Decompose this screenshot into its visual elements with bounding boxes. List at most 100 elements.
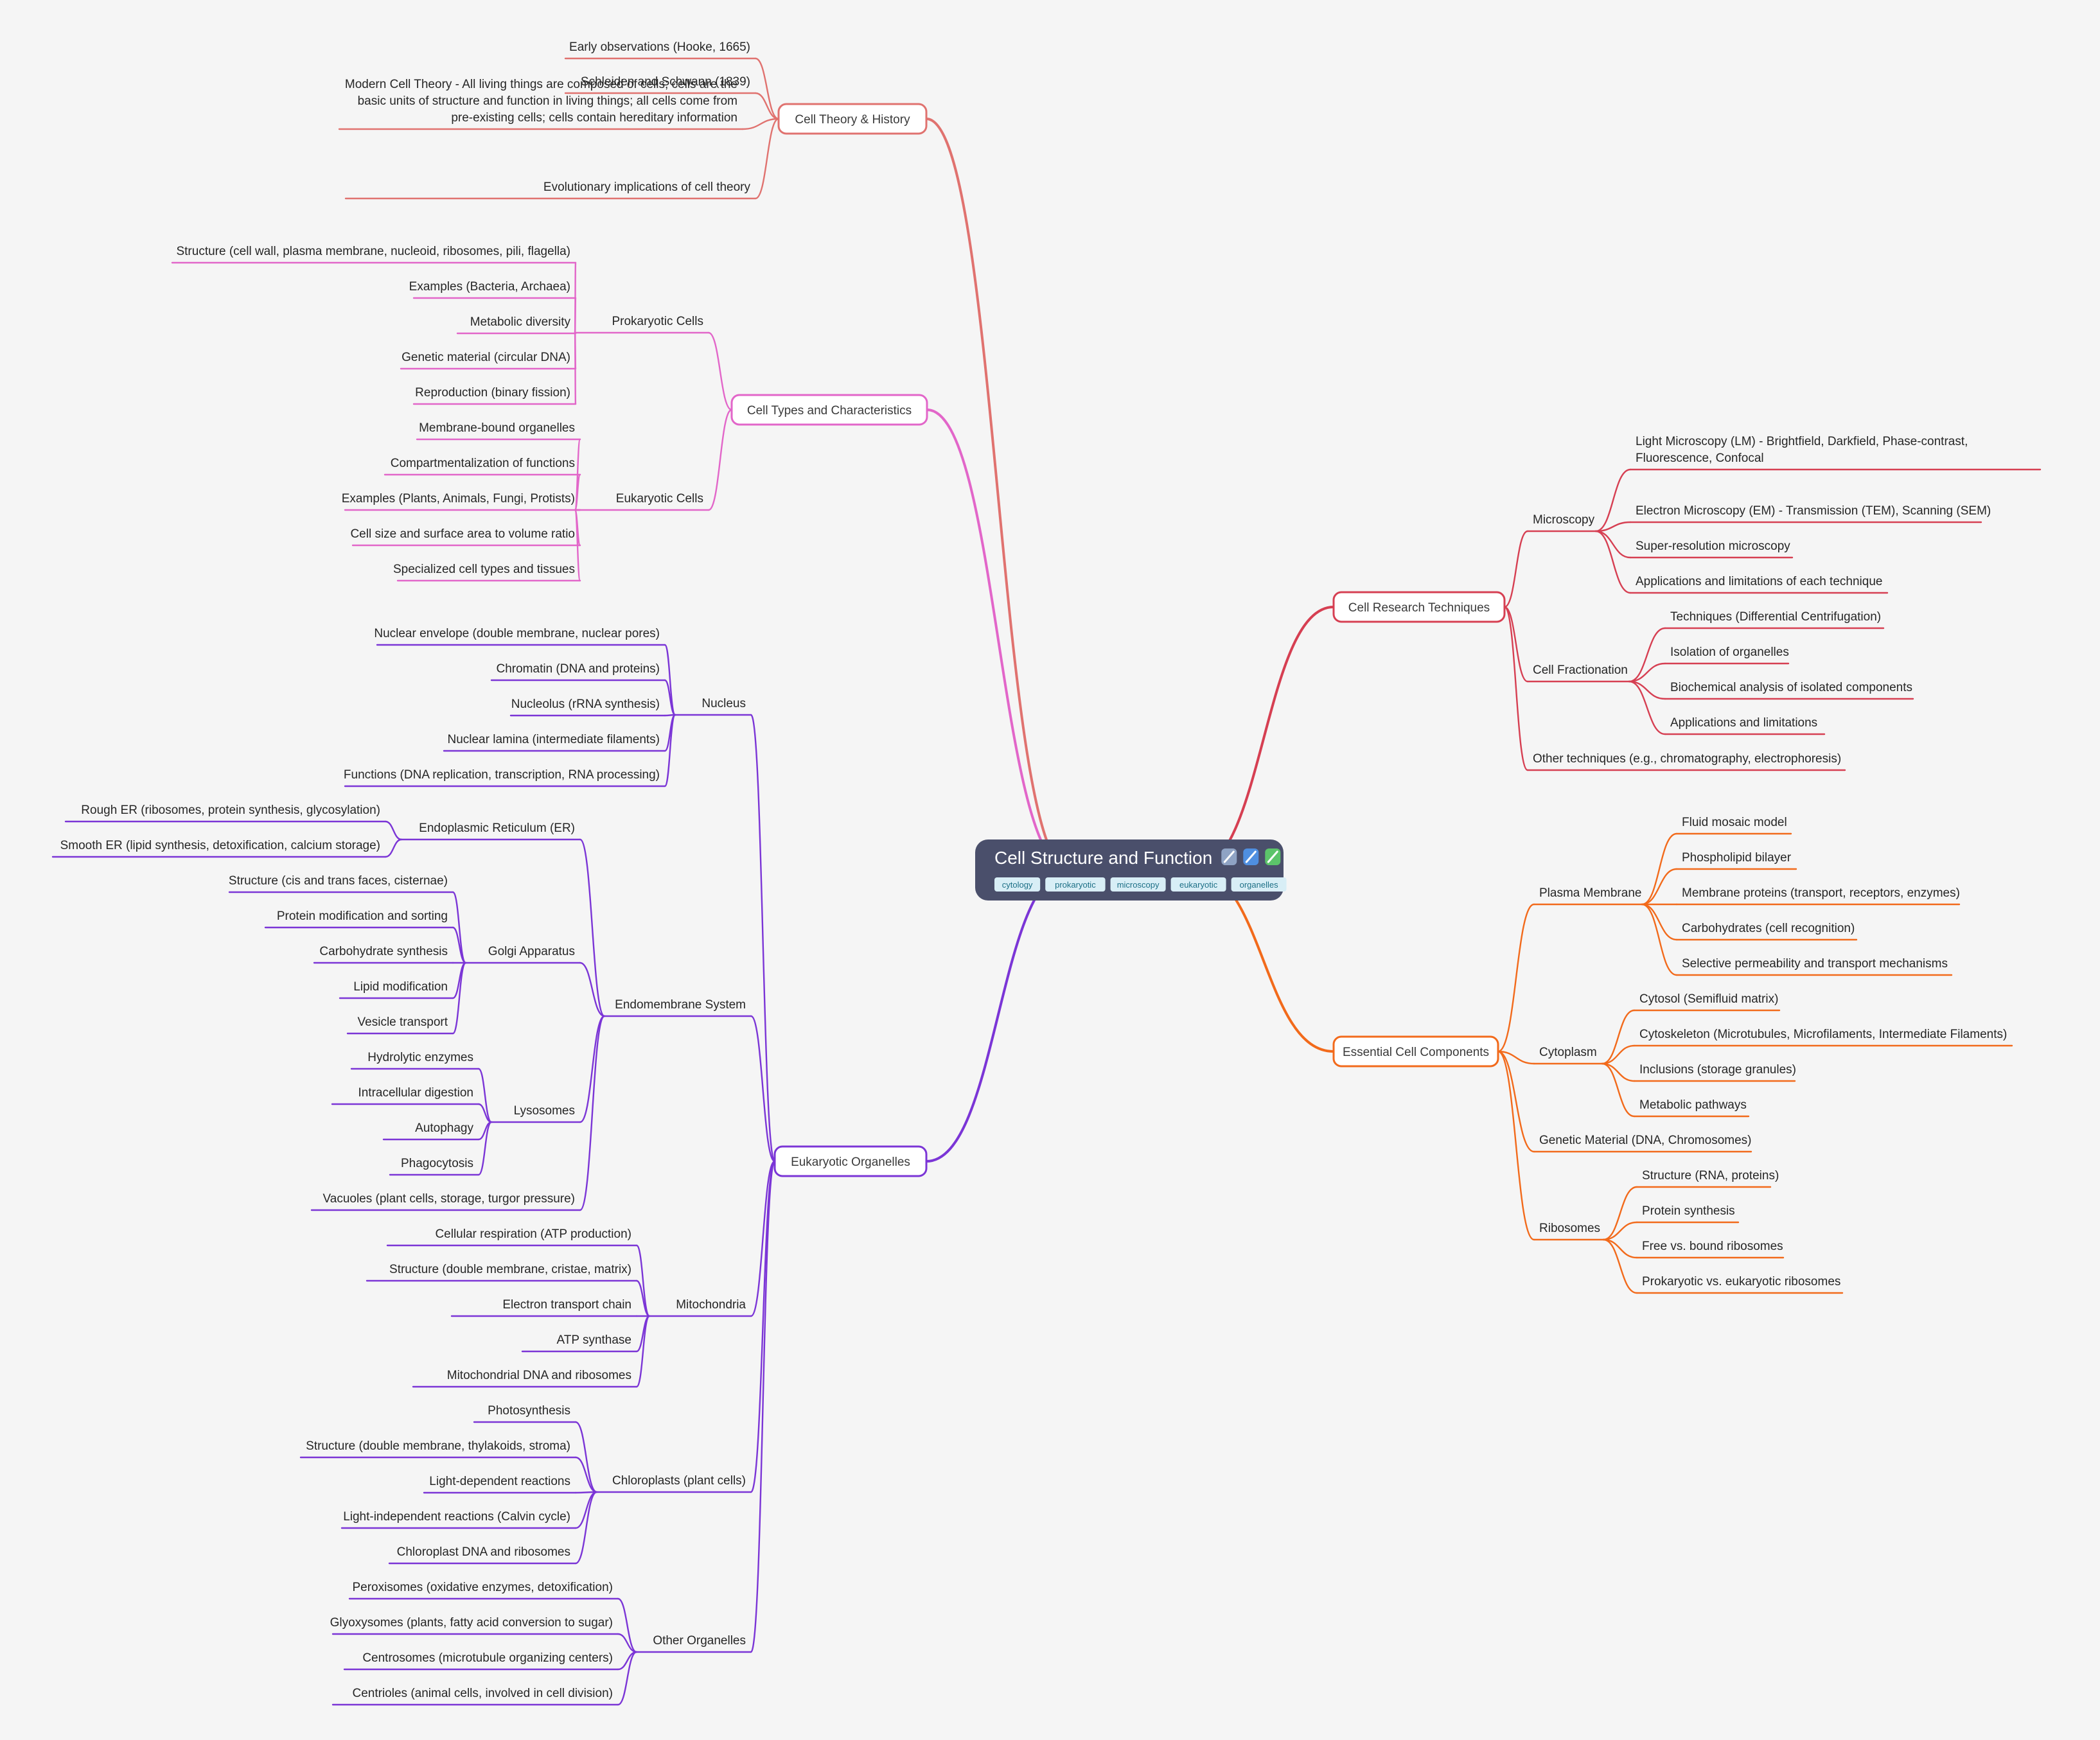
essential-components-plasma-membrane-selective-permeability-and-transport-mechanisms-connector — [1641, 903, 1678, 976]
tag-label: microscopy — [1117, 880, 1160, 890]
dna-icon — [1243, 848, 1259, 865]
eukaryotic-organelles-chloroplasts-plant-cells-chloroplast-dna-and-ribosomes-leaf: Chloroplast DNA and ribosomes — [397, 1545, 570, 1559]
tag-microscopy[interactable]: microscopy — [1110, 877, 1166, 892]
essential-components-cytoplasm-cytosol-semifluid-matrix-leaf: Cytosol (Semifluid matrix) — [1639, 992, 1778, 1006]
cell-theory-branch-box[interactable] — [777, 103, 928, 135]
research-techniques-microscopy-electron-microscopy-em-transmission-tem-scanning-connector — [1594, 521, 1632, 532]
eukaryotic-organelles-chloroplasts-plant-cells-chloroplast-dna-and-ribosomes-connector — [574, 1491, 598, 1565]
research-techniques-microscopy-super-resolution-microscopy-leaf: Super-resolution microscopy — [1636, 540, 1790, 553]
essential-components-ribosomes-connector — [1497, 1050, 1535, 1241]
cell-types-eukaryotic-cells-specialized-cell-types-and-tissues-connector — [574, 509, 581, 582]
eukaryotic-organelles-endomembrane-system-lysosomes-intracellular-digestion-connector — [477, 1103, 493, 1123]
tag-label: prokaryotic — [1055, 880, 1096, 890]
eukaryotic-organelles-mitochondria-electron-transport-chain-leaf: Electron transport chain — [502, 1298, 631, 1312]
cell-theory-trunk — [925, 118, 1071, 872]
essential-components-ribosomes-structure-rna-proteins-leaf: Structure (RNA, proteins) — [1642, 1169, 1779, 1182]
eukaryotic-organelles-endomembrane-system-lysosomes-phagocytosis-connector — [477, 1121, 493, 1176]
eukaryotic-organelles-branch-label: Eukaryotic Organelles — [791, 1156, 910, 1169]
research-techniques-microscopy-applications-and-limitations-of-each-technique-leaf: Applications and limitations of each tec… — [1636, 575, 1882, 588]
eukaryotic-organelles-endomembrane-system-lysosomes-hydrolytic-enzymes-leaf: Hydrolytic enzymes — [367, 1051, 473, 1064]
essential-components-plasma-membrane-fluid-mosaic-model-leaf: Fluid mosaic model — [1682, 816, 1787, 829]
cell-theory-early-observations-hooke-1665-leaf: Early observations (Hooke, 1665) — [569, 40, 750, 54]
eukaryotic-organelles-mitochondria-structure-double-membrane-cristae-matrix-leaf: Structure (double membrane, cristae, mat… — [389, 1263, 631, 1276]
eukaryotic-organelles-endomembrane-system-endoplasmic-reticulum-er-connector — [579, 838, 606, 1017]
tag-prokaryotic[interactable]: prokaryotic — [1045, 877, 1106, 892]
essential-components-cytoplasm-connector — [1497, 1050, 1535, 1065]
eukaryotic-organelles-endomembrane-system-golgi-apparatus-carbohydrate-synthesis-leaf: Carbohydrate synthesis — [319, 945, 448, 958]
eukaryotic-organelles-endomembrane-system-node: Endomembrane System — [615, 998, 746, 1012]
essential-components-plasma-membrane-connector — [1497, 903, 1535, 1053]
eukaryotic-organelles-endomembrane-system-golgi-apparatus-node: Golgi Apparatus — [488, 945, 575, 958]
cell-theory-schleiden-and-schwann-1839-leaf: Schleiden and Schwann (1839) — [581, 75, 750, 89]
research-techniques-branch-box[interactable] — [1332, 591, 1506, 623]
mind-map-nodes: Cell Theory & History Early observations … — [60, 40, 2007, 1700]
research-techniques-microscopy-light-microscopy-lm-brightfield-darkfield-phase--leaf: Light Microscopy (LM) - Brightfield, Dar… — [1636, 435, 1968, 465]
eukaryotic-organelles-endomembrane-system-endoplasmic-reticulum-er-smooth-er-lipid-synthesis-detoxification-calcium-leaf: Smooth ER (lipid synthesis, detoxificati… — [60, 839, 380, 852]
cell-types-eukaryotic-cells-connector — [707, 409, 733, 511]
eukaryotic-organelles-endomembrane-system-lysosomes-connector — [579, 1015, 606, 1123]
eukaryotic-organelles-branch-box[interactable] — [773, 1145, 928, 1177]
eukaryotic-organelles-endomembrane-system-lysosomes-autophagy-leaf: Autophagy — [415, 1121, 473, 1135]
cell-theory-evolutionary-implications-of-cell-theory-connector — [754, 118, 780, 200]
cell-types-prokaryotic-cells-reproduction-binary-fission-leaf: Reproduction (binary fission) — [415, 386, 570, 400]
eukaryotic-organelles-endomembrane-system-lysosomes-node: Lysosomes — [514, 1104, 575, 1118]
essential-components-cytoplasm-cytosol-semifluid-matrix-connector — [1601, 1009, 1636, 1065]
essential-components-branch-label: Essential Cell Components — [1343, 1046, 1489, 1059]
cell-types-eukaryotic-cells-compartmentalization-of-functions-leaf: Compartmentalization of functions — [391, 457, 575, 470]
essential-components-ribosomes-node: Ribosomes — [1539, 1222, 1600, 1235]
research-techniques-microscopy-applications-and-limitations-of-each-technique-connector — [1594, 530, 1632, 594]
essential-components-branch-box[interactable] — [1332, 1035, 1499, 1068]
research-techniques-microscopy-node: Microscopy — [1533, 513, 1595, 527]
eukaryotic-organelles-chloroplasts-plant-cells-connector — [750, 1160, 776, 1493]
cell-theory-branch-label: Cell Theory & History — [795, 113, 910, 127]
essential-components-plasma-membrane-carbohydrates-cell-recognition-connector — [1641, 903, 1678, 941]
eukaryotic-organelles-endomembrane-system-endoplasmic-reticulum-er-smooth-er-lipid-synthesis-detoxification-calcium-connector — [384, 838, 403, 858]
eukaryotic-organelles-mitochondria-mitochondrial-dna-and-ribosomes-connector — [635, 1315, 651, 1388]
essential-components-ribosomes-protein-synthesis-leaf: Protein synthesis — [1642, 1204, 1735, 1218]
eukaryotic-organelles-nucleus-chromatin-dna-and-proteins-leaf: Chromatin (DNA and proteins) — [497, 662, 660, 676]
eukaryotic-organelles-nucleus-nuclear-envelope-double-membrane-nuclear-pores-leaf: Nuclear envelope (double membrane, nucle… — [374, 627, 660, 640]
tag-eukaryotic[interactable]: eukaryotic — [1170, 877, 1226, 892]
essential-components-genetic-material-dna-chromosomes-leaf: Genetic Material (DNA, Chromosomes) — [1539, 1134, 1751, 1147]
eukaryotic-organelles-endomembrane-system-golgi-apparatus-connector — [579, 962, 606, 1017]
research-techniques-cell-fractionation-techniques-differential-centrifugation-leaf: Techniques (Differential Centrifugation) — [1670, 610, 1881, 624]
eukaryotic-organelles-chloroplasts-plant-cells-node: Chloroplasts (plant cells) — [612, 1474, 746, 1488]
eukaryotic-organelles-mitochondria-structure-double-membrane-cristae-matrix-connector — [635, 1279, 651, 1317]
connector-lines — [51, 57, 2042, 1706]
eukaryotic-organelles-other-organelles-centrioles-animal-cells-involved-in-cell-divisio-leaf: Centrioles (animal cells, involved in ce… — [353, 1687, 613, 1700]
research-techniques-cell-fractionation-node: Cell Fractionation — [1533, 663, 1628, 677]
research-techniques-microscopy-light-microscopy-lm-brightfield-darkfield-phase--connector — [1594, 468, 1632, 532]
research-techniques-cell-fractionation-applications-and-limitations-connector — [1628, 680, 1666, 735]
eukaryotic-organelles-nucleus-nuclear-envelope-double-membrane-nuclear-pores-connector — [664, 644, 676, 716]
cell-types-prokaryotic-cells-connector — [707, 331, 733, 411]
cell-theory-early-observations-hooke-1665-connector — [754, 57, 780, 120]
research-techniques-other-techniques-e-g-chromatography-electrophore-leaf: Other techniques (e.g., chromatography, … — [1533, 752, 1841, 766]
tag-label: cytology — [1002, 880, 1033, 890]
eukaryotic-organelles-other-organelles-glyoxysomes-plants-fatty-acid-conversion-to-suga-leaf: Glyoxysomes (plants, fatty acid conversi… — [330, 1616, 613, 1630]
tag-cytology[interactable]: cytology — [994, 877, 1041, 892]
eukaryotic-organelles-chloroplasts-plant-cells-light-independent-reactions-calvin-cycle-leaf: Light-independent reactions (Calvin cycl… — [343, 1510, 570, 1524]
essential-components-plasma-membrane-carbohydrates-cell-recognition-leaf: Carbohydrates (cell recognition) — [1682, 922, 1855, 935]
cell-types-prokaryotic-cells-examples-bacteria-archaea-connector — [574, 297, 577, 334]
cell-theory-evolutionary-implications-of-cell-theory-leaf: Evolutionary implications of cell theory — [543, 180, 751, 194]
eukaryotic-organelles-nucleus-functions-dna-replication-transcription-rna-proc-leaf: Functions (DNA replication, transcriptio… — [344, 768, 660, 782]
cell-types-branch-box[interactable] — [730, 394, 928, 426]
tag-label: organelles — [1240, 880, 1278, 890]
eukaryotic-organelles-other-organelles-glyoxysomes-plants-fatty-acid-conversion-to-suga-connector — [617, 1633, 638, 1653]
eukaryotic-organelles-nucleus-chromatin-dna-and-proteins-connector — [664, 679, 676, 716]
eukaryotic-organelles-endomembrane-system-golgi-apparatus-protein-modification-and-sorting-connector — [452, 926, 467, 964]
eukaryotic-organelles-other-organelles-centrioles-animal-cells-involved-in-cell-divisio-connector — [617, 1651, 638, 1706]
research-techniques-trunk — [1192, 606, 1335, 872]
cell-types-trunk — [926, 409, 1071, 872]
eukaryotic-organelles-chloroplasts-plant-cells-structure-double-membrane-thylakoids-stroma-connector — [574, 1456, 598, 1493]
eukaryotic-organelles-nucleus-nuclear-lamina-intermediate-filaments-leaf: Nuclear lamina (intermediate filaments) — [447, 733, 660, 746]
cell-types-eukaryotic-cells-membrane-bound-organelles-leaf: Membrane-bound organelles — [419, 421, 575, 435]
research-techniques-other-techniques-e-g-chromatography-electrophore-connector — [1503, 606, 1529, 771]
essential-components-cytoplasm-metabolic-pathways-leaf: Metabolic pathways — [1639, 1098, 1747, 1112]
research-techniques-branch-label: Cell Research Techniques — [1348, 601, 1490, 615]
eukaryotic-organelles-endomembrane-system-golgi-apparatus-lipid-modification-leaf: Lipid modification — [353, 980, 448, 994]
essential-components-cytoplasm-cytoskeleton-microtubules-microfilaments-interme-leaf: Cytoskeleton (Microtubules, Microfilamen… — [1639, 1028, 2007, 1041]
tag-organelles[interactable]: organelles — [1231, 877, 1287, 892]
